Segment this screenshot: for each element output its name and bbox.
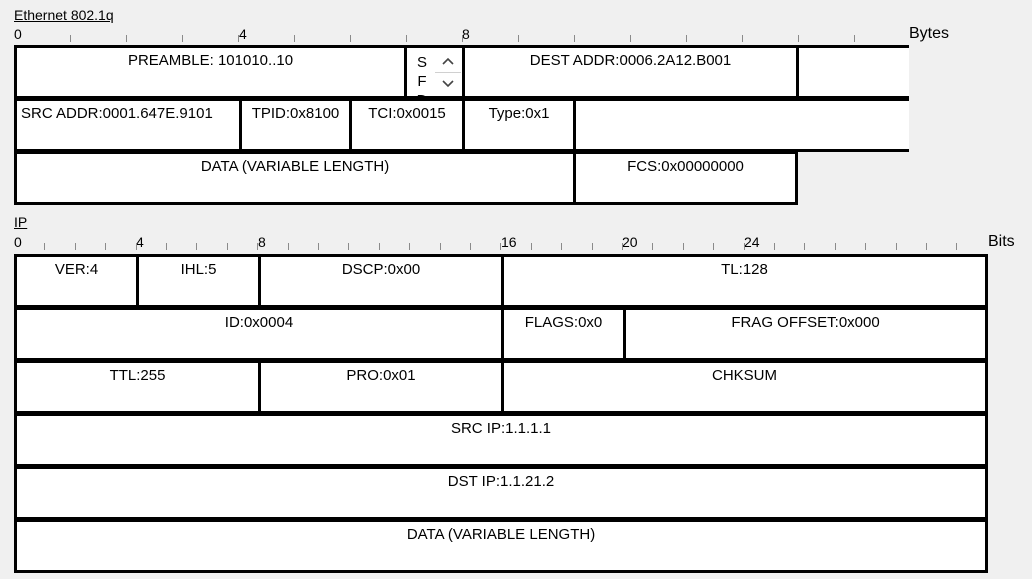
ver-field: VER:4 [14,254,139,308]
ethernet-ruler-label-0: 0 [14,26,22,42]
ip-ruler-tick [956,243,958,250]
ip-ruler-tick [652,243,654,250]
ip-ruler-tick [226,243,228,250]
chevron-up-icon [442,57,454,65]
ip-ruler-tick [196,243,198,250]
ip-section-title[interactable]: IP [14,214,28,230]
ethernet-ruler-tick [462,35,463,42]
ip-ruler-tick [318,243,319,250]
ip-ruler-label-0: 0 [14,234,22,250]
sfd-spin-down-button[interactable] [435,73,461,95]
ip-ruler-label-24: 24 [744,234,760,250]
ip-ruler-label-16: 16 [501,234,517,250]
protocol-field: PRO:0x01 [258,360,504,414]
ethernet-ruler-tick [854,35,855,42]
ip-ruler-tick [348,243,350,250]
ip-ruler-tick [44,243,46,250]
ip-ruler-tick [135,243,137,250]
ip-ruler-tick [774,243,775,250]
ip-ruler-tick [166,243,167,250]
identification-field: ID:0x0004 [14,307,504,361]
ethernet-data-field: DATA (VARIABLE LENGTH) [14,151,576,205]
ethernet-ruler-tick [798,35,799,42]
type-field: Type:0x1 [462,98,576,152]
ethernet-ruler-tick [182,35,183,42]
ip-ruler-tick [74,243,76,250]
ethernet-ruler-tick [294,35,295,42]
ethernet-ruler-tick [350,35,351,42]
ip-ruler-tick [470,243,471,250]
ethernet-ruler-tick [742,35,743,42]
ethernet-row2-empty-field [573,98,909,152]
ethernet-unit-label: Bytes [909,25,950,42]
ip-unit-label: Bits [988,233,1015,250]
ip-ruler-tick [378,243,380,250]
ip-ruler-label-8: 8 [258,234,266,250]
ip-ruler-tick [105,243,107,250]
ihl-field: IHL:5 [136,254,261,308]
fragment-offset-field: FRAG OFFSET:0x000 [623,307,988,361]
dest-addr-field: DEST ADDR:0006.2A12.B001 [462,45,799,99]
ip-ruler-tick [561,243,563,250]
ip-ruler-tick [926,243,927,250]
sfd-letter-s: S [416,54,427,71]
ip-ruler-label-20: 20 [622,234,638,250]
preamble-field: PREAMBLE: 101010..10 [14,45,407,99]
sfd-field: S F D [404,45,465,99]
sfd-label: S F D [416,53,428,96]
ethernet-ruler-tick [686,35,687,42]
ethernet-ruler-tick [70,35,71,42]
ip-ruler-tick [257,243,259,250]
ethernet-section-title[interactable]: Ethernet 802.1q [14,7,114,23]
checksum-field: CHKSUM [501,360,988,414]
ethernet-ruler-tick [406,35,407,42]
src-ip-field: SRC IP:1.1.1.1 [14,413,988,467]
ethernet-ruler-tick [126,35,127,42]
flags-field: FLAGS:0x0 [501,307,626,361]
ip-ruler-tick [682,243,684,250]
ip-ruler-tick [500,243,502,250]
tci-field: TCI:0x0015 [349,98,465,152]
ip-ruler-label-4: 4 [136,234,144,250]
sfd-letter-f: F [417,73,427,90]
ip-ruler-tick [409,243,411,250]
ip-data-field: DATA (VARIABLE LENGTH) [14,519,988,573]
ethernet-ruler-tick [518,35,519,42]
ip-ruler-tick [713,243,715,250]
dscp-field: DSCP:0x00 [258,254,504,308]
sfd-spin-up-button[interactable] [435,50,461,72]
ip-ruler-tick [865,243,867,250]
ip-ruler-tick [743,243,745,250]
tpid-field: TPID:0x8100 [239,98,352,152]
ip-ruler-tick [287,243,289,250]
ip-ruler-tick [895,243,897,250]
ip-ruler-tick [804,243,806,250]
sfd-spinner[interactable] [435,50,461,95]
ip-ruler-tick [834,243,836,250]
ip-ruler-tick [530,243,532,250]
ethernet-ruler-label-8: 8 [462,26,470,42]
ip-ruler-tick [591,243,593,250]
ip-ruler-tick [622,243,623,250]
total-length-field: TL:128 [501,254,988,308]
ip-ruler-tick [439,243,441,250]
sfd-letter-d: D [416,91,428,96]
src-addr-field: SRC ADDR:0001.647E.9101 [14,98,242,152]
chevron-down-icon [442,80,454,88]
ethernet-ruler-tick [238,35,239,42]
ethernet-ruler-tick [574,35,575,42]
ethernet-ruler-label-4: 4 [239,26,247,42]
dst-ip-field: DST IP:1.1.21.2 [14,466,988,520]
ethernet-row1-empty-field [796,45,909,99]
fcs-field: FCS:0x00000000 [573,151,798,205]
ethernet-ruler-tick [630,35,631,42]
ttl-field: TTL:255 [14,360,261,414]
sfd-spinner-divider [435,72,461,73]
